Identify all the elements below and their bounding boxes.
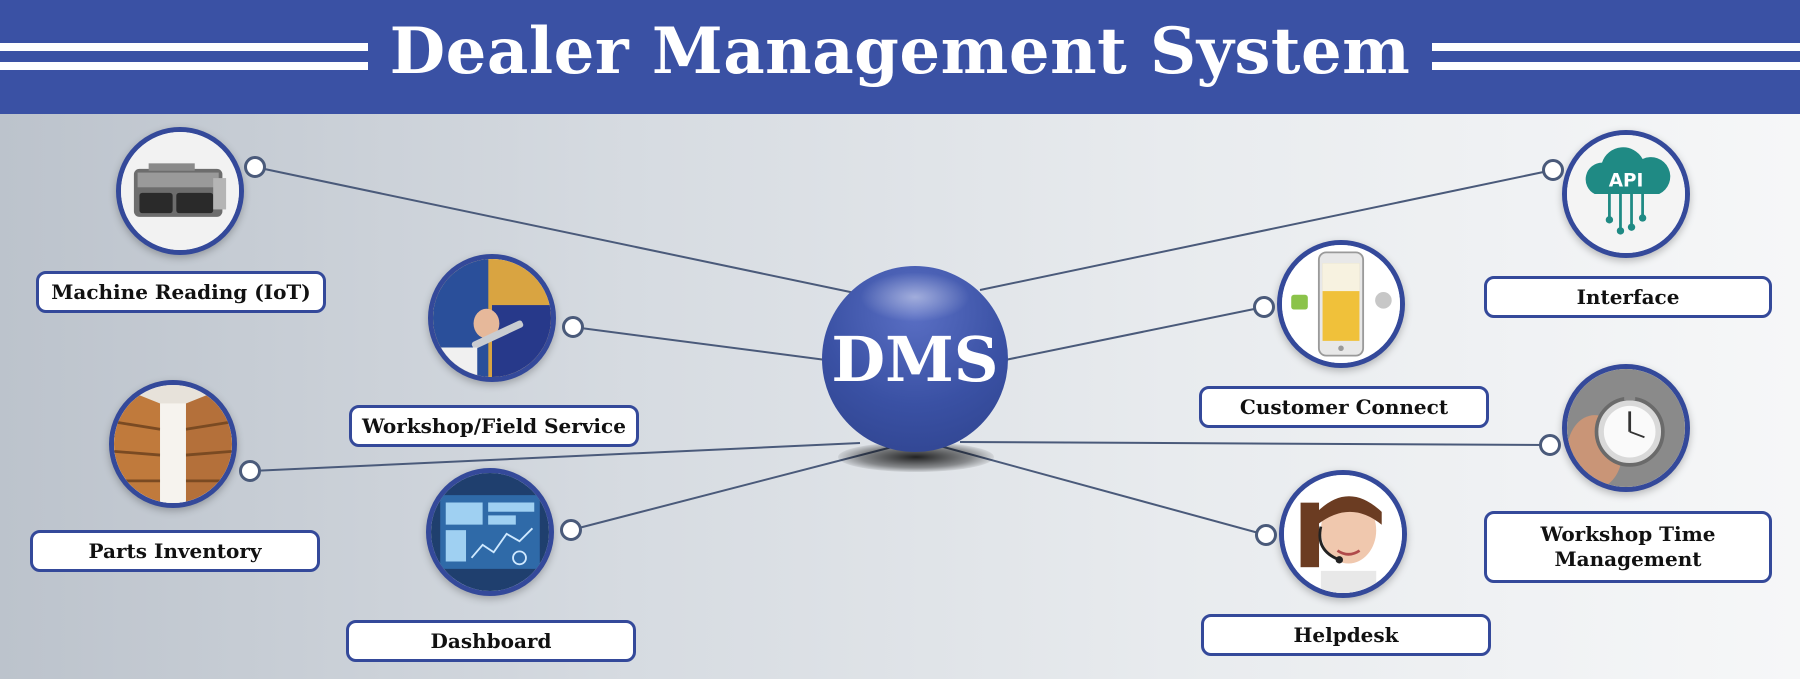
connector-workshop-time-management [959, 441, 1551, 446]
header-stripe [0, 43, 420, 51]
connector-knob [560, 519, 582, 541]
module-label-interface: Interface [1484, 276, 1772, 318]
hub-label: DMS [831, 322, 999, 396]
module-label-machine-reading: Machine Reading (IoT) [36, 271, 326, 313]
analytics-screen-icon [426, 468, 554, 596]
connector-customer-connect [1004, 306, 1265, 361]
module-label-workshop-time-management: Workshop Time Management [1484, 511, 1772, 583]
module-label-dashboard: Dashboard [346, 620, 636, 662]
svg-text:API: API [1609, 171, 1644, 192]
hub-gloss [860, 272, 970, 322]
mobile-app-icon [1277, 240, 1405, 368]
module-label-customer-connect: Customer Connect [1199, 386, 1489, 428]
warehouse-shelves-icon [109, 380, 237, 508]
stopwatch-icon [1562, 364, 1690, 492]
headset-agent-icon [1279, 470, 1407, 598]
connector-machine-reading [254, 166, 856, 294]
connector-knob [1255, 524, 1277, 546]
connector-knob [239, 460, 261, 482]
connector-knob [1253, 296, 1275, 318]
connector-knob [562, 316, 584, 338]
header-stripe [0, 62, 420, 70]
connector-knob [244, 156, 266, 178]
api-cloud-icon: API [1562, 130, 1690, 258]
connector-interface [979, 169, 1554, 291]
dms-hub: DMS [822, 266, 1008, 452]
module-label-parts-inventory: Parts Inventory [30, 530, 320, 572]
connector-workshop-field-service [572, 326, 827, 361]
header-stripe [1380, 43, 1800, 51]
mechanic-wrench-icon [428, 254, 556, 382]
header-stripe [1380, 62, 1800, 70]
page-title: Dealer Management System [0, 0, 1800, 104]
module-label-workshop-field-service: Workshop/Field Service [349, 405, 639, 447]
ecu-module-icon [116, 127, 244, 255]
header-banner: Dealer Management System [0, 0, 1800, 114]
connector-knob [1539, 434, 1561, 456]
connector-helpdesk [939, 445, 1267, 536]
module-label-helpdesk: Helpdesk [1201, 614, 1491, 656]
connector-knob [1542, 159, 1564, 181]
connector-parts-inventory [249, 442, 861, 472]
